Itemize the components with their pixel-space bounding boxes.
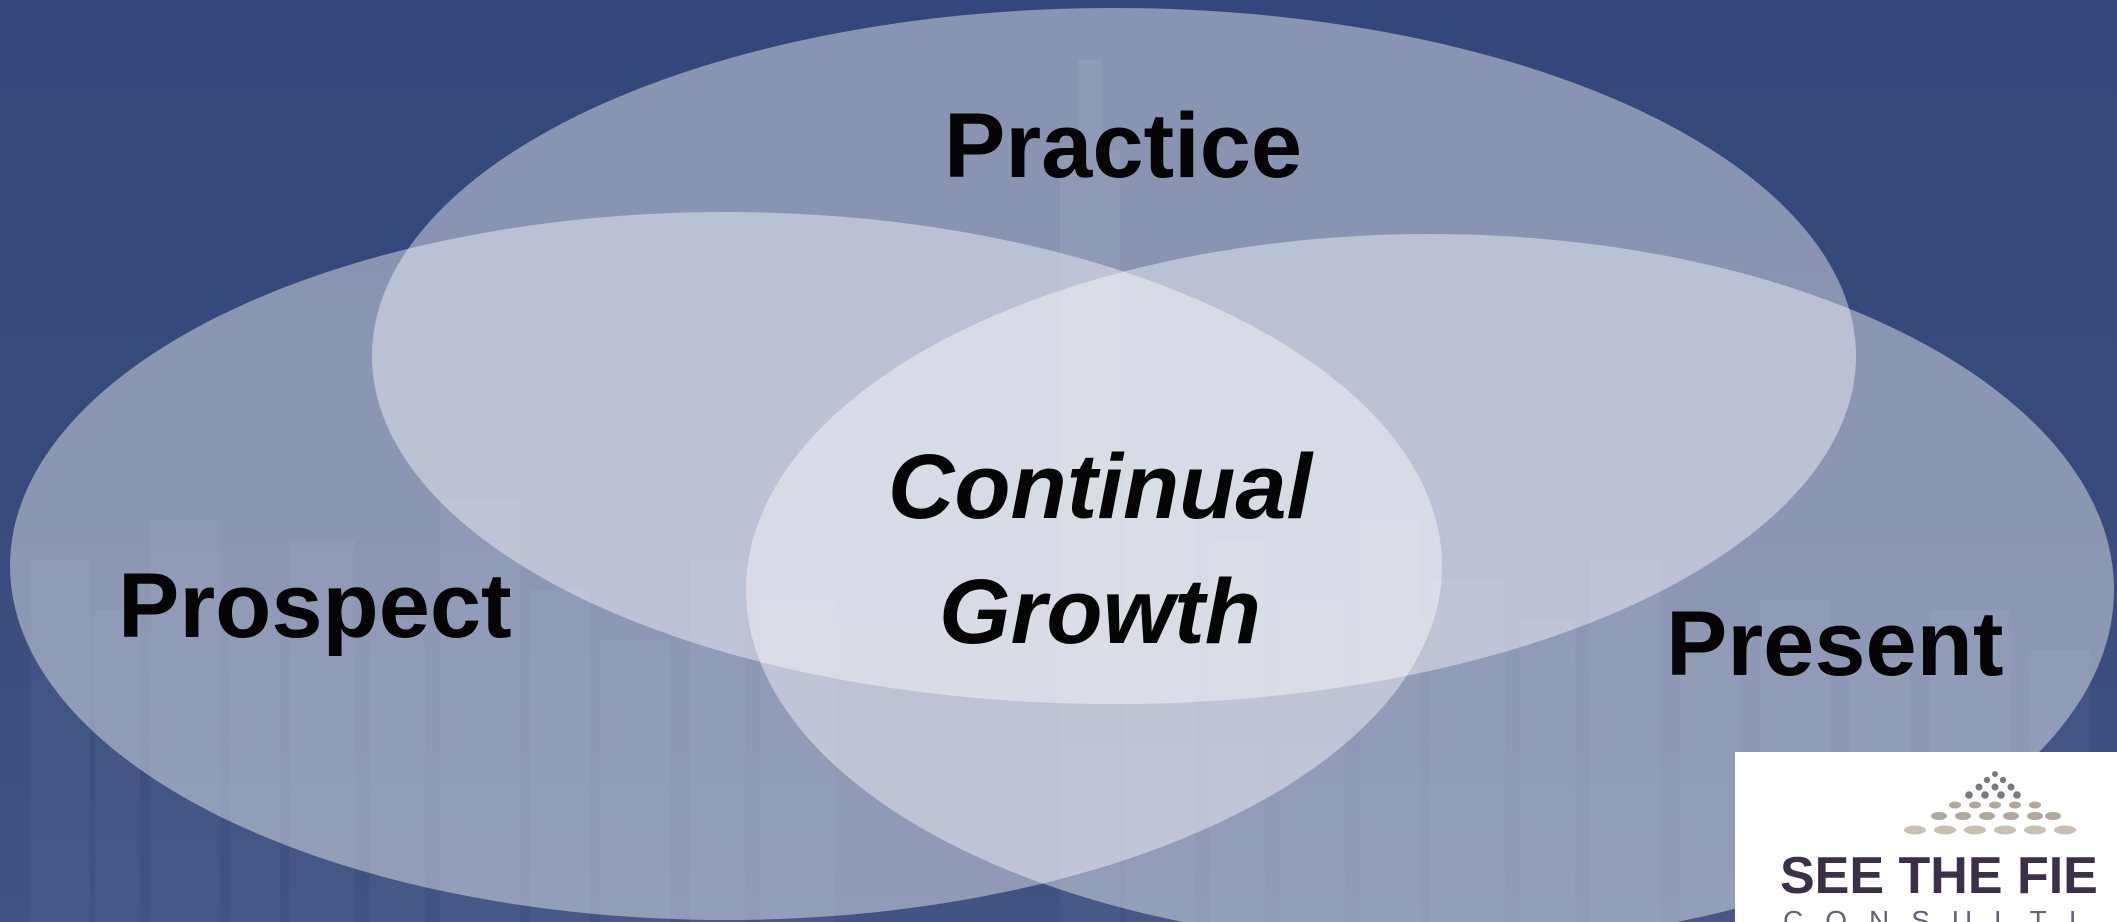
logo-subtitle: CONSULTI — [1783, 905, 2099, 922]
circle-practice — [372, 8, 1856, 704]
logo-name: SEE THE FIE — [1780, 847, 2098, 905]
circle-present — [746, 234, 2114, 922]
center-label-line1: Continual — [887, 436, 1313, 538]
practice-label: Practice — [944, 95, 1303, 197]
logo-field-icon — [1904, 771, 2076, 835]
circle-prospect — [10, 212, 1442, 920]
company-logo: SEE THE FIE CONSULTI — [1735, 752, 2117, 922]
center-label: Continual Growth — [850, 425, 1350, 675]
prospect-label: Prospect — [118, 555, 512, 657]
present-label: Present — [1666, 593, 2004, 695]
center-label-line2: Growth — [939, 561, 1261, 663]
